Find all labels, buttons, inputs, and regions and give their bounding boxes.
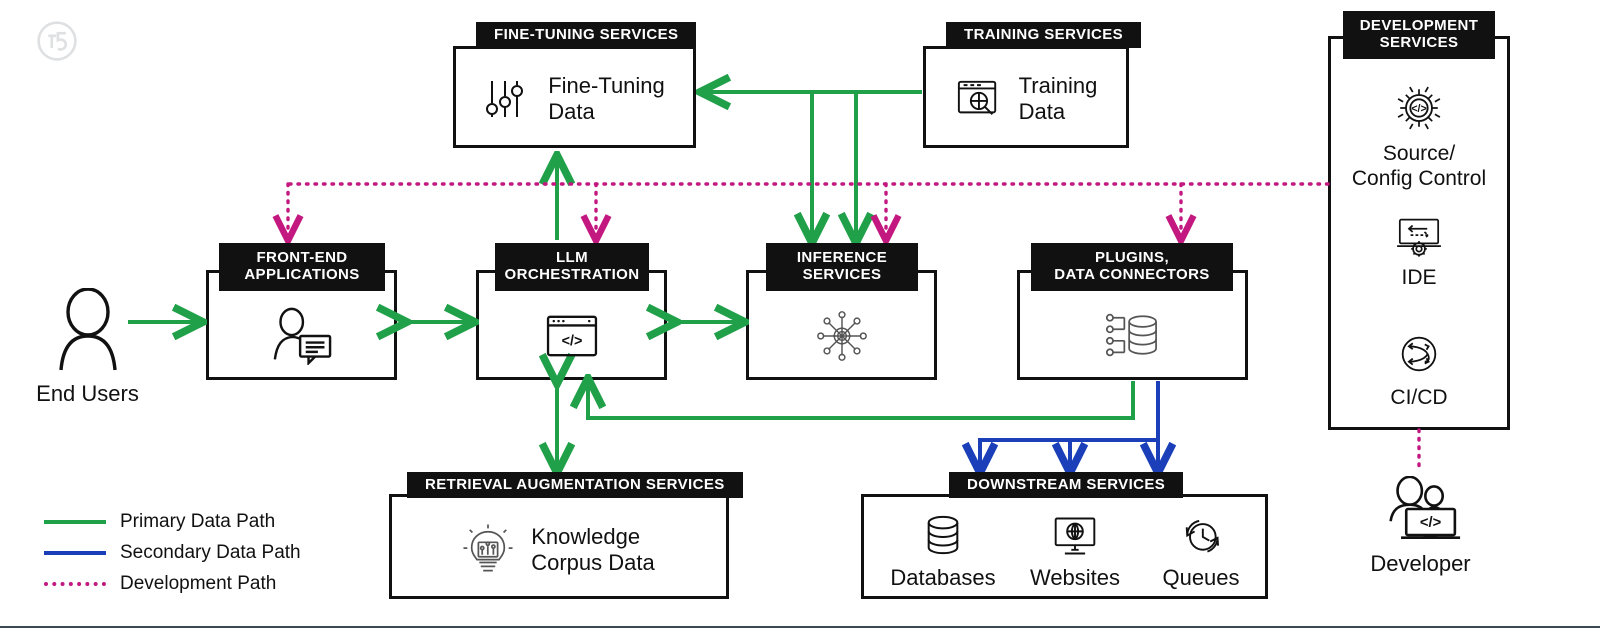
fine-tuning-label: Fine-Tuning Data — [548, 73, 665, 124]
training-content: Training Data — [923, 60, 1129, 138]
legend-label-primary: Primary Data Path — [120, 510, 276, 532]
browser-code-icon: </> — [546, 315, 597, 357]
legend-row-secondary: Secondary Data Path — [44, 537, 301, 568]
inference-content — [746, 292, 937, 380]
svg-text:</>: </> — [1419, 515, 1441, 531]
ide-monitor-icon — [1397, 218, 1441, 257]
downstream-item-databases[interactable]: Databases — [888, 514, 998, 591]
front-end-content — [206, 292, 397, 380]
gear-code-icon: </> — [1397, 86, 1441, 130]
actor-end-users: End Users — [30, 287, 145, 407]
plugins-content — [1017, 292, 1248, 380]
clock-refresh-icon — [1185, 519, 1220, 553]
badge-retrieval-augmentation-services: RETRIEVAL AUGMENTATION SERVICES — [407, 472, 743, 498]
database-icon — [927, 515, 959, 555]
legend-label-secondary: Secondary Data Path — [120, 541, 301, 563]
retrieval-label: Knowledge Corpus Data — [531, 524, 655, 575]
badge-training-services: TRAINING SERVICES — [946, 22, 1142, 48]
training-label: Training Data — [1018, 73, 1098, 124]
badge-inference-services: INFERENCE SERVICES — [766, 243, 918, 291]
badge-plugins-data-connectors: PLUGINS, DATA CONNECTORS — [1031, 243, 1233, 291]
neural-hub-icon — [816, 311, 867, 361]
monitor-globe-icon — [1054, 517, 1096, 555]
retrieval-content: Knowledge Corpus Data — [389, 508, 729, 592]
development-label-ide: IDE — [1401, 266, 1437, 289]
fine-tuning-content: Fine-Tuning Data — [453, 60, 696, 138]
developer-label: Developer — [1370, 551, 1471, 576]
development-label-cicd: CI/CD — [1390, 386, 1448, 409]
badge-llm-orchestration: LLM ORCHESTRATION — [495, 243, 649, 291]
actor-developer: </> Developer — [1358, 475, 1483, 577]
svg-text:</>: </> — [1411, 103, 1426, 115]
end-users-label: End Users — [36, 381, 139, 406]
downstream-label-databases: Databases — [890, 565, 996, 590]
cicd-cycle-icon — [1401, 336, 1437, 372]
box-development-services[interactable] — [1328, 36, 1510, 430]
legend-row-primary: Primary Data Path — [44, 506, 301, 537]
svg-text:</>: </> — [561, 334, 582, 350]
legend: Primary Data Path Secondary Data Path De… — [44, 506, 301, 599]
badge-development-services: DEVELOPMENT SERVICES — [1343, 11, 1495, 59]
badge-front-end-applications: FRONT-END APPLICATIONS — [219, 243, 385, 291]
person-icon — [58, 287, 117, 371]
person-chat-icon — [273, 307, 331, 365]
legend-row-development: Development Path — [44, 568, 301, 599]
lightbulb-chart-icon — [463, 524, 513, 572]
legend-key-secondary — [44, 550, 106, 555]
badge-downstream-services: DOWNSTREAM SERVICES — [949, 472, 1184, 498]
legend-key-primary — [44, 519, 106, 524]
downstream-label-queues: Queues — [1162, 565, 1240, 590]
legend-label-development: Development Path — [120, 572, 277, 594]
development-item-cicd[interactable]: CI/CD — [1328, 330, 1510, 410]
development-item-source-config-control[interactable]: </> Source/ Config Control — [1328, 82, 1510, 191]
legend-key-development — [44, 581, 106, 586]
browser-search-icon — [957, 80, 996, 115]
f5-logo — [36, 20, 78, 62]
developer-laptop-icon: </> — [1388, 475, 1460, 539]
development-label-source-config-control: Source/ Config Control — [1351, 142, 1487, 191]
downstream-label-websites: Websites — [1029, 565, 1121, 590]
sliders-icon — [486, 81, 524, 117]
footer-rule — [0, 626, 1600, 628]
database-connector-icon — [1105, 313, 1157, 357]
downstream-item-websites[interactable]: Websites — [1020, 514, 1130, 591]
llm-orchestration-content: </> — [476, 292, 667, 380]
downstream-item-queues[interactable]: Queues — [1146, 514, 1256, 591]
badge-fine-tuning-services: FINE-TUNING SERVICES — [476, 22, 697, 48]
development-item-ide[interactable]: IDE — [1328, 216, 1510, 290]
